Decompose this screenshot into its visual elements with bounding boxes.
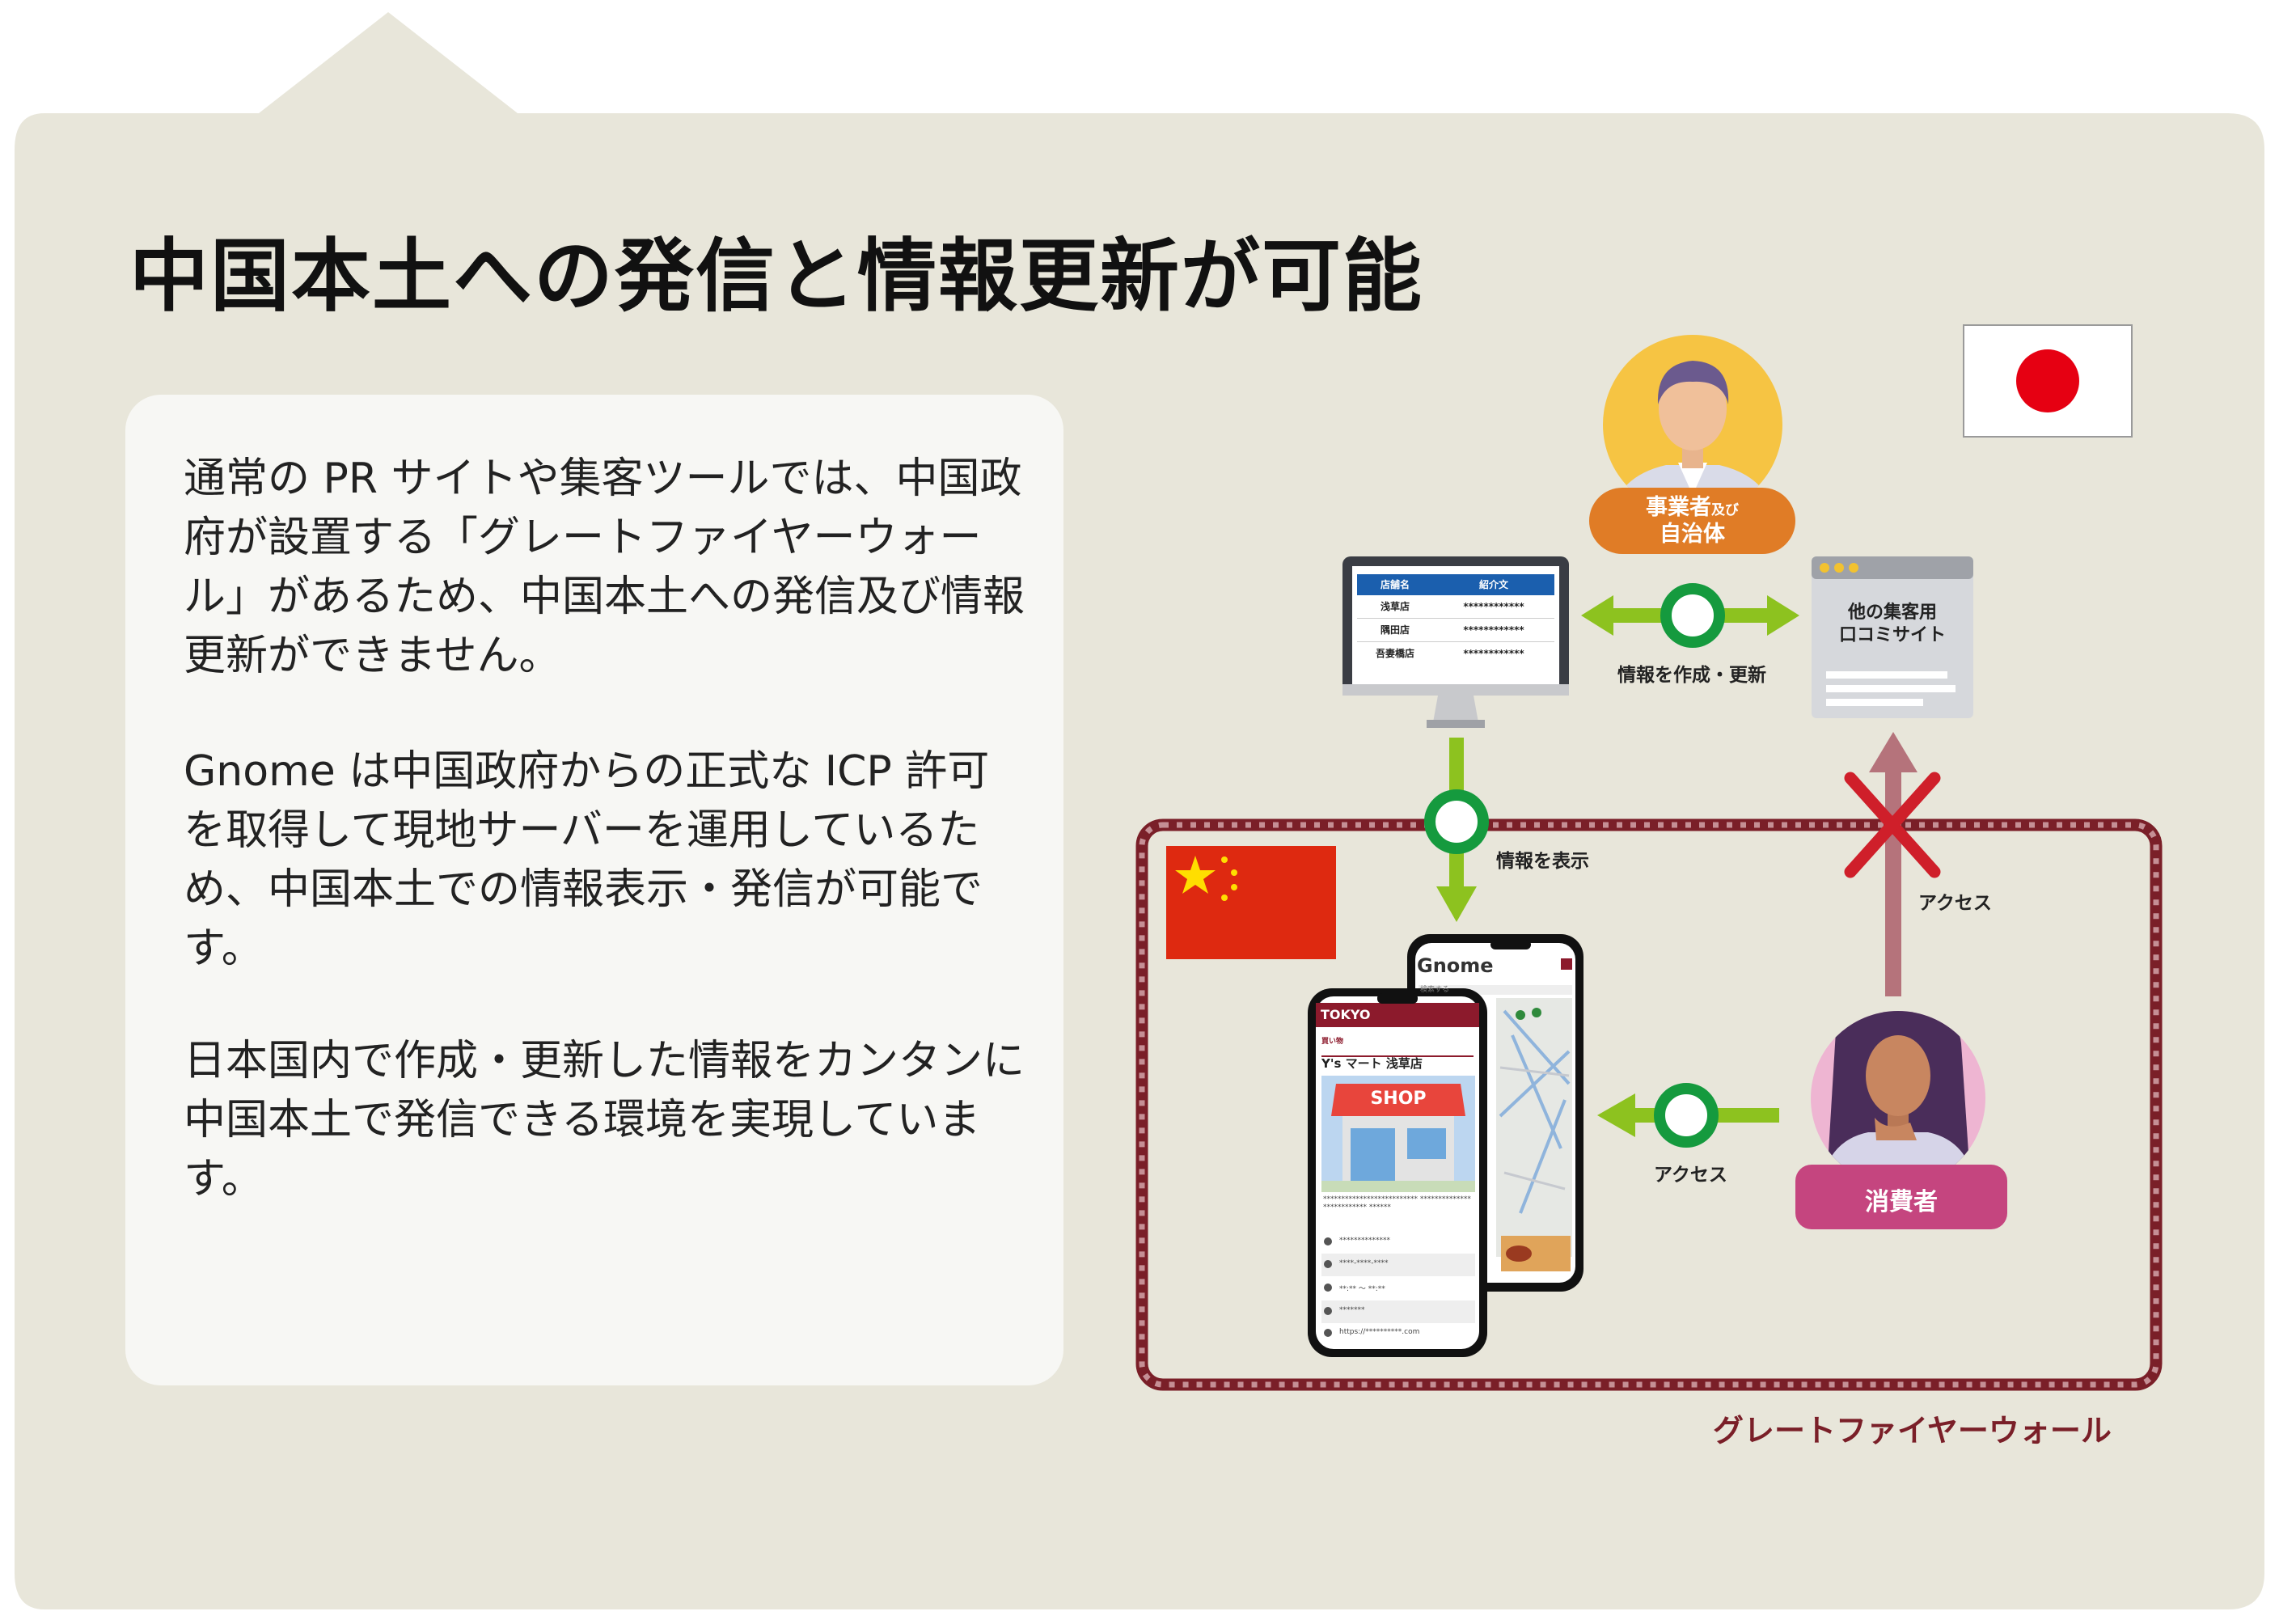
table-header-intro: 紹介文 (1478, 579, 1508, 590)
phone-description: ************************** *************… (1323, 1195, 1471, 1212)
table-cell: 吾妻橋店 (1375, 648, 1414, 659)
china-flag-icon (1166, 846, 1336, 959)
table-header-store: 店舗名 (1380, 579, 1410, 590)
consumer-avatar-icon (1811, 1011, 1985, 1186)
consumer-access-arrow (1597, 1083, 1779, 1148)
paragraph-3: 日本国内で作成・更新した情報をカンタンに中国本土で発信できる環境を実現しています… (184, 1037, 1025, 1203)
operator-line2: 自治体 (1660, 522, 1725, 547)
page-title: 中国本土への発信と情報更新が可能 (129, 230, 1424, 323)
phone-map-search: 検索する (1420, 986, 1450, 994)
phone-map-brand: Gnome (1417, 954, 1494, 977)
create-update-arrow (1581, 583, 1799, 648)
phone-row-hours: **:** 〜 **:** (1339, 1285, 1385, 1293)
operator-label: 事業者及び 自治体 (1589, 496, 1795, 547)
create-update-label: 情報を作成・更新 (1617, 665, 1766, 686)
blocked-cross-icon (1844, 772, 1941, 878)
table-cell: ************ (1463, 601, 1524, 612)
consumer-access-label: アクセス (1654, 1165, 1727, 1186)
review-site-label: 他の集客用 口コミサイト (1812, 602, 1973, 647)
operator-line1: 事業者 (1646, 495, 1711, 520)
table-row: 隅田店 ************ (1357, 619, 1554, 642)
phone-row-phone: ****-****-**** (1339, 1259, 1389, 1267)
phone-store-name: Y's マート 浅草店 (1321, 1056, 1423, 1071)
display-label: 情報を表示 (1496, 851, 1589, 872)
table-cell: ************ (1463, 624, 1524, 636)
review-site-line2: 口コミサイト (1838, 625, 1946, 645)
table-row: 浅草店 ************ (1357, 595, 1554, 619)
phone-header: TOKYO (1321, 1007, 1371, 1022)
consumer-label: 消費者 (1865, 1188, 1938, 1216)
phone-store-icon (1308, 988, 1487, 1357)
review-site-window-icon (1812, 556, 1973, 718)
display-arrow (1424, 738, 1489, 922)
shop-sign: SHOP (1370, 1089, 1427, 1109)
table-cell: 隅田店 (1380, 624, 1410, 636)
phone-row-url: https://**********.com (1339, 1328, 1420, 1336)
operator-small: 及び (1711, 502, 1739, 518)
monitor-table: 店舗名 紹介文 浅草店 ************ 隅田店 ***********… (1357, 574, 1554, 665)
phone-category: 買い物 (1321, 1038, 1344, 1046)
blocked-access-label: アクセス (1918, 893, 1992, 914)
review-site-line1: 他の集客用 (1847, 603, 1937, 623)
operator-badge (1589, 488, 1795, 554)
blocked-access-arrow (1869, 732, 1917, 996)
phone-row-price: ******* (1339, 1306, 1365, 1314)
phone-row-address: ************** (1339, 1237, 1390, 1245)
consumer-badge (1795, 1165, 2007, 1229)
table-cell: 浅草店 (1380, 601, 1410, 612)
paragraph-2: Gnome は中国政府からの正式な ICP 許可を取得して現地サーバーを運用して… (184, 747, 990, 973)
description-card: 通常の PR サイトや集客ツールでは、中国政府が設置する「グレートファイヤーウォ… (125, 395, 1063, 1385)
japan-flag-icon (1963, 324, 2133, 438)
paragraph-1: 通常の PR サイトや集客ツールでは、中国政府が設置する「グレートファイヤーウォ… (184, 455, 1025, 680)
table-cell: ************ (1463, 648, 1524, 659)
table-row: 吾妻橋店 ************ (1357, 642, 1554, 665)
great-firewall-boundary (1135, 818, 2163, 1391)
monitor-icon (1342, 556, 1569, 728)
great-firewall-label: グレートファイヤーウォール (1713, 1413, 2112, 1448)
